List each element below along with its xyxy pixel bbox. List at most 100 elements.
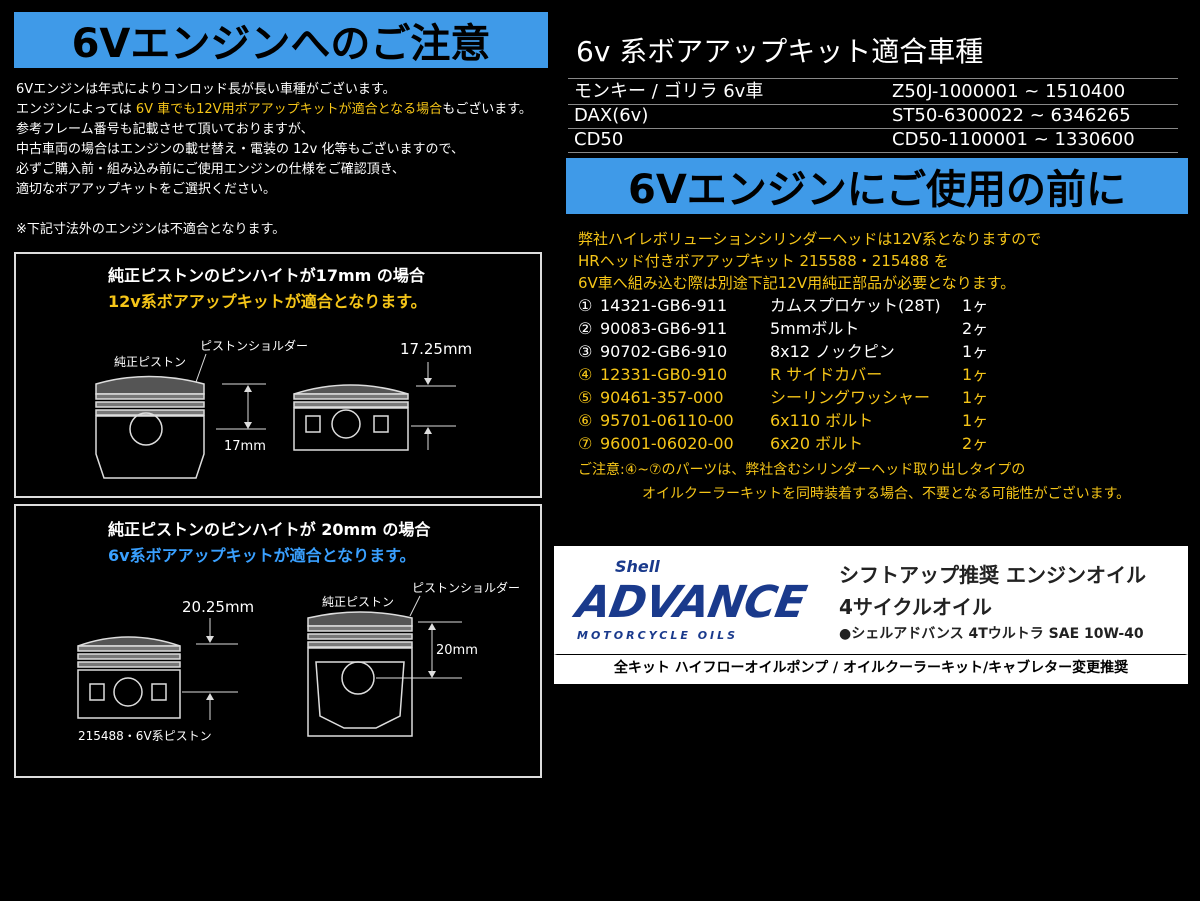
note-text: 参考フレーム番号も記載させて頂いておりますが、 — [16, 122, 314, 137]
part-qty: 1ヶ — [962, 365, 989, 384]
part-qty: 1ヶ — [962, 296, 989, 315]
part-number-index: ④ — [578, 365, 593, 384]
part-number: 90461-357-000 — [600, 388, 724, 407]
oil-line-3: ●シェルアドバンス 4Tウルトラ SAE 10W-40 — [839, 626, 1144, 642]
vehicle-model: CD50 — [574, 129, 624, 150]
shell-footer: 全キット ハイフローオイルポンプ / オイルクーラーキット/キャブレター変更推奨 — [554, 654, 1188, 684]
vehicle-row: モンキー / ゴリラ 6v車 Z50J-1000001 ~ 1510400 — [574, 80, 1174, 104]
advance-logo: ADVANCE — [572, 577, 810, 628]
vehicle-frame-range: ST50-6300022 ~ 6346265 — [892, 105, 1131, 126]
box2-title: 純正ピストンのピンハイトが 20mm の場合 — [108, 520, 431, 539]
right-banner: 6Vエンジンにご使用の前に — [566, 158, 1188, 214]
dim-20mm: 20mm — [436, 643, 478, 658]
part-number-index: ⑦ — [578, 434, 593, 453]
note-text: 適切なボアアップキットをご選択ください。 — [16, 182, 277, 197]
part-number-index: ⑥ — [578, 411, 593, 430]
part-qty: 2ヶ — [962, 434, 989, 453]
stock-piston-drawing-2 — [307, 611, 413, 737]
divider — [568, 152, 1178, 153]
part-qty: 1ヶ — [962, 342, 989, 361]
box1-title: 純正ピストンのピンハイトが17mm の場合 — [108, 266, 425, 285]
note-line: エンジンによっては 6V 車でも12V用ボアアップキットが適合となる場合もござい… — [16, 100, 556, 120]
oil-line-2: 4サイクルオイル — [839, 595, 992, 619]
part-number-index: ⑤ — [578, 388, 593, 407]
notes-block: 6Vエンジンは年式によりコンロッド長が長い車種がございます。エンジンによっては … — [16, 80, 556, 240]
note-line: 参考フレーム番号も記載させて頂いておりますが、 — [16, 120, 556, 140]
label-stock-piston-2: 純正ピストン — [322, 595, 394, 609]
intro-line: HRヘッド付きボアアップキット 215588・215488 を — [578, 252, 949, 270]
vehicle-heading: 6v 系ボアアップキット適合車種 — [576, 35, 984, 68]
left-banner: 6Vエンジンへのご注意 — [14, 12, 548, 68]
part-row: ⑦ 96001-06020-00 6x20 ボルト 2ヶ — [578, 432, 1178, 455]
intro-line: 弊社ハイレボリューションシリンダーヘッドは12V系となりますので — [578, 230, 1042, 248]
piston-diagram-20mm: 20.25mm 215488・6V系ピストン 純正ピストン ピストンショルダー — [77, 580, 520, 743]
label-piston-shoulder: ピストンショルダー — [200, 338, 308, 353]
part-number: 90083-GB6-911 — [600, 319, 728, 338]
shell-advance-ad: Shell ADVANCE MOTORCYCLE OILS シフトアップ推奨 エ… — [554, 546, 1188, 660]
part-name: R サイドカバー — [770, 365, 883, 384]
note-text: エンジンによっては — [16, 102, 136, 117]
vehicle-frame-range: Z50J-1000001 ~ 1510400 — [892, 81, 1126, 102]
oil-line-1: シフトアップ推奨 エンジンオイル — [839, 563, 1146, 587]
note-line: 6Vエンジンは年式によりコンロッド長が長い車種がございます。 — [16, 80, 556, 100]
divider — [568, 128, 1178, 129]
note-line: 中古車両の場合はエンジンの載せ替え・電装の 12v 化等もございますので、 — [16, 140, 556, 160]
label-piston-shoulder-2: ピストンショルダー — [412, 580, 520, 595]
part-qty: 1ヶ — [962, 388, 989, 407]
part-row: ⑤ 90461-357-000 シーリングワッシャー 1ヶ — [578, 386, 1178, 409]
part-name: 6x110 ボルト — [770, 411, 874, 430]
note-text: もございます。 — [442, 102, 532, 117]
part-number: 14321-GB6-911 — [600, 296, 728, 315]
stock-piston-drawing — [95, 375, 205, 479]
notice-text: ※下記寸法外のエンジンは不適合となります。 — [16, 222, 286, 237]
advance-logo-sub: MOTORCYCLE OILS — [577, 629, 739, 642]
vehicle-frame-range: CD50-1100001 ~ 1330600 — [892, 129, 1135, 150]
part-number: 96001-06020-00 — [600, 434, 734, 453]
part-number: 90702-GB6-910 — [600, 342, 728, 361]
part-name: シーリングワッシャー — [770, 388, 931, 407]
part-row: ⑥ 95701-06110-00 6x110 ボルト 1ヶ — [578, 409, 1178, 432]
dim-17-25mm: 17.25mm — [400, 340, 472, 358]
vehicle-model: DAX(6v) — [574, 105, 649, 126]
piston-diagram-17mm: 純正ピストン ピストンショルダー 17mm 17.25mm — [95, 338, 472, 479]
caption-6v-piston: 215488・6V系ピストン — [78, 729, 212, 743]
part-number-index: ② — [578, 319, 593, 338]
part-qty: 2ヶ — [962, 319, 989, 338]
part-number-index: ③ — [578, 342, 593, 361]
shell-brand: Shell — [615, 557, 660, 576]
box1-subtitle: 12v系ボアアップキットが適合となります。 — [108, 292, 427, 311]
caution-line-2: オイルクーラーキットを同時装着する場合、不要となる可能性がございます。 — [642, 486, 1131, 502]
part-name: 6x20 ボルト — [770, 434, 864, 453]
part-row: ① 14321-GB6-911 カムスプロケット(28T) 1ヶ — [578, 294, 1178, 317]
intro-line: 6V車へ組み込む際は別途下記12V用純正部品が必要となります。 — [578, 274, 1016, 292]
part-row: ④ 12331-GB0-910 R サイドカバー 1ヶ — [578, 363, 1178, 386]
divider — [568, 104, 1178, 105]
vehicle-row: CD50 CD50-1100001 ~ 1330600 — [574, 128, 1174, 152]
note-text: 必ずご購入前・組み込み前にご使用エンジンの仕様をご確認頂き、 — [16, 162, 405, 177]
caution-line-1: ご注意:④~⑦のパーツは、弊社含むシリンダーヘッド取り出しタイプの — [578, 462, 1026, 478]
part-name: 8x12 ノックピン — [770, 342, 895, 361]
dim-20-25mm: 20.25mm — [182, 598, 254, 616]
intro-block: 弊社ハイレボリューションシリンダーヘッドは12V系となりますので HRヘッド付き… — [578, 228, 1188, 294]
caution-block: ご注意:④~⑦のパーツは、弊社含むシリンダーヘッド取り出しタイプの オイルクーラ… — [578, 458, 1198, 506]
pin-height-17mm-box: 純正ピストンのピンハイトが17mm の場合 12v系ボアアップキットが適合となり… — [14, 252, 542, 498]
note-line: 必ずご購入前・組み込み前にご使用エンジンの仕様をご確認頂き、 — [16, 160, 556, 180]
part-name: カムスプロケット(28T) — [770, 296, 941, 315]
divider — [568, 78, 1178, 79]
part-number-index: ① — [578, 296, 593, 315]
note-text: 6Vエンジンは年式によりコンロッド長が長い車種がございます。 — [16, 82, 396, 97]
kit-piston-drawing — [293, 384, 409, 451]
note-line: 適切なボアアップキットをご選択ください。 — [16, 180, 556, 200]
part-number: 12331-GB0-910 — [600, 365, 728, 384]
part-qty: 1ヶ — [962, 411, 989, 430]
note-highlight: 6V 車でも12V用ボアアップキットが適合となる場合 — [135, 102, 443, 117]
part-number: 95701-06110-00 — [600, 411, 734, 430]
box2-subtitle: 6v系ボアアップキットが適合となります。 — [108, 546, 416, 565]
dim-17mm: 17mm — [224, 439, 266, 454]
vehicle-model: モンキー / ゴリラ 6v車 — [574, 81, 764, 102]
pin-height-20mm-box: 純正ピストンのピンハイトが 20mm の場合 6v系ボアアップキットが適合となり… — [14, 504, 542, 778]
vehicle-row: DAX(6v) ST50-6300022 ~ 6346265 — [574, 104, 1174, 128]
note-text: 中古車両の場合はエンジンの載せ替え・電装の 12v 化等もございますので、 — [16, 142, 464, 157]
label-stock-piston: 純正ピストン — [114, 355, 186, 369]
